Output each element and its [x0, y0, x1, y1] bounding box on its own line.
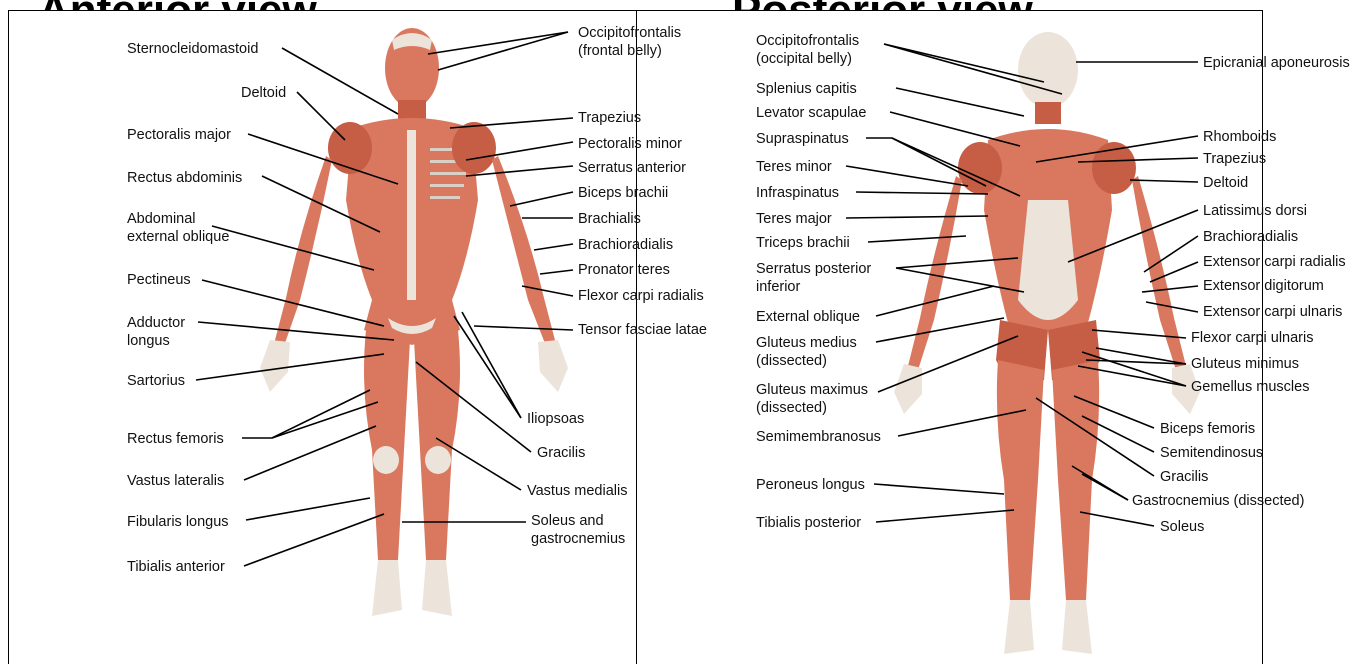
label-biceps-brachii: Biceps brachii	[578, 185, 668, 201]
label-pronator-teres: Pronator teres	[578, 262, 670, 278]
label-latissimus-dorsi: Latissimus dorsi	[1203, 203, 1307, 219]
label-vastus-medialis: Vastus medialis	[527, 483, 627, 499]
label-extensor-carpi-ulnaris: Extensor carpi ulnaris	[1203, 304, 1342, 320]
label-adductor-longus: Adductor longus	[127, 315, 189, 349]
anterior-linea-alba	[407, 130, 416, 300]
label-gemellus-muscles: Gemellus muscles	[1191, 379, 1309, 395]
label-serratus-posterior-inferior: Serratus posterior inferior	[756, 261, 875, 295]
posterior-right-foot	[1062, 600, 1092, 654]
label-tensor-fasciae-latae: Tensor fasciae latae	[578, 322, 707, 338]
label-sartorius: Sartorius	[127, 373, 185, 389]
label-serratus-anterior: Serratus anterior	[578, 160, 686, 176]
label-fibularis-longus: Fibularis longus	[127, 514, 229, 530]
label-supraspinatus: Supraspinatus	[756, 131, 849, 147]
anterior-left-knee	[373, 446, 399, 474]
label-tibialis-anterior: Tibialis anterior	[127, 559, 225, 575]
label-semimembranosus: Semimembranosus	[756, 429, 881, 445]
label-peroneus-longus: Peroneus longus	[756, 477, 865, 493]
label-iliopsoas: Iliopsoas	[527, 411, 584, 427]
anterior-left-foot	[372, 560, 402, 616]
label-semitendinosus: Semitendinosus	[1160, 445, 1263, 461]
anterior-right-arm	[492, 156, 556, 346]
label-infraspinatus: Infraspinatus	[756, 185, 839, 201]
anterior-left-thigh	[364, 330, 410, 560]
label-trapezius-posterior: Trapezius	[1203, 151, 1266, 167]
posterior-right-arm	[1132, 176, 1186, 370]
label-deltoid: Deltoid	[241, 85, 286, 101]
label-occipitofrontalis-occipital: Occipitofrontalis (occipital belly)	[756, 33, 863, 67]
label-gluteus-medius: Gluteus medius (dissected)	[756, 335, 861, 369]
label-soleus-gastrocnemius: Soleus and gastrocnemius	[531, 513, 625, 547]
label-biceps-femoris: Biceps femoris	[1160, 421, 1255, 437]
label-brachioradialis-posterior: Brachioradialis	[1203, 229, 1298, 245]
label-epicranial-aponeurosis: Epicranial aponeurosis	[1203, 55, 1350, 71]
posterior-head	[1018, 32, 1078, 108]
label-brachialis: Brachialis	[578, 211, 641, 227]
posterior-neck	[1035, 102, 1061, 124]
posterior-left-foot	[1004, 600, 1034, 654]
label-pectineus: Pectineus	[127, 272, 191, 288]
label-rhomboids: Rhomboids	[1203, 129, 1276, 145]
label-extensor-carpi-radialis: Extensor carpi radialis	[1203, 254, 1346, 270]
label-teres-minor: Teres minor	[756, 159, 832, 175]
label-brachioradialis: Brachioradialis	[578, 237, 673, 253]
anterior-right-deltoid	[452, 122, 496, 174]
label-occipitofrontalis-frontal: Occipitofrontalis (frontal belly)	[578, 25, 685, 59]
anterior-right-thigh	[414, 330, 460, 560]
label-soleus: Soleus	[1160, 519, 1204, 535]
label-pectoralis-major: Pectoralis major	[127, 127, 231, 143]
label-splenius-capitis: Splenius capitis	[756, 81, 857, 97]
label-gastrocnemius-dissected: Gastrocnemius (dissected)	[1132, 493, 1304, 509]
label-flexor-carpi-radialis: Flexor carpi radialis	[578, 288, 704, 304]
anterior-left-hand	[260, 340, 290, 392]
label-triceps-brachii: Triceps brachii	[756, 235, 850, 251]
posterior-left-hand	[894, 364, 922, 414]
label-teres-major: Teres major	[756, 211, 832, 227]
label-gluteus-maximus: Gluteus maximus (dissected)	[756, 382, 872, 416]
label-rectus-femoris: Rectus femoris	[127, 431, 224, 447]
anterior-right-knee	[425, 446, 451, 474]
label-trapezius: Trapezius	[578, 110, 641, 126]
posterior-left-arm	[908, 176, 962, 370]
label-tibialis-posterior: Tibialis posterior	[756, 515, 861, 531]
label-gracilis-posterior: Gracilis	[1160, 469, 1208, 485]
posterior-left-leg	[997, 360, 1044, 600]
label-sternocleidomastoid: Sternocleidomastoid	[127, 41, 258, 57]
label-pectoralis-minor: Pectoralis minor	[578, 136, 682, 152]
label-deltoid-posterior: Deltoid	[1203, 175, 1248, 191]
anterior-right-foot	[422, 560, 452, 616]
label-levator-scapulae: Levator scapulae	[756, 105, 866, 121]
label-rectus-abdominis: Rectus abdominis	[127, 170, 242, 186]
label-external-oblique: External oblique	[756, 309, 860, 325]
label-gracilis-anterior: Gracilis	[537, 445, 585, 461]
anterior-right-hand	[538, 340, 568, 392]
label-abdominal-external-oblique: Abdominal external oblique	[127, 211, 229, 245]
label-flexor-carpi-ulnaris: Flexor carpi ulnaris	[1191, 330, 1314, 346]
posterior-thoracolumbar-fascia	[1018, 200, 1078, 320]
label-vastus-lateralis: Vastus lateralis	[127, 473, 224, 489]
label-gluteus-minimus: Gluteus minimus	[1191, 356, 1299, 372]
anterior-figure	[260, 28, 568, 616]
label-extensor-digitorum: Extensor digitorum	[1203, 278, 1324, 294]
